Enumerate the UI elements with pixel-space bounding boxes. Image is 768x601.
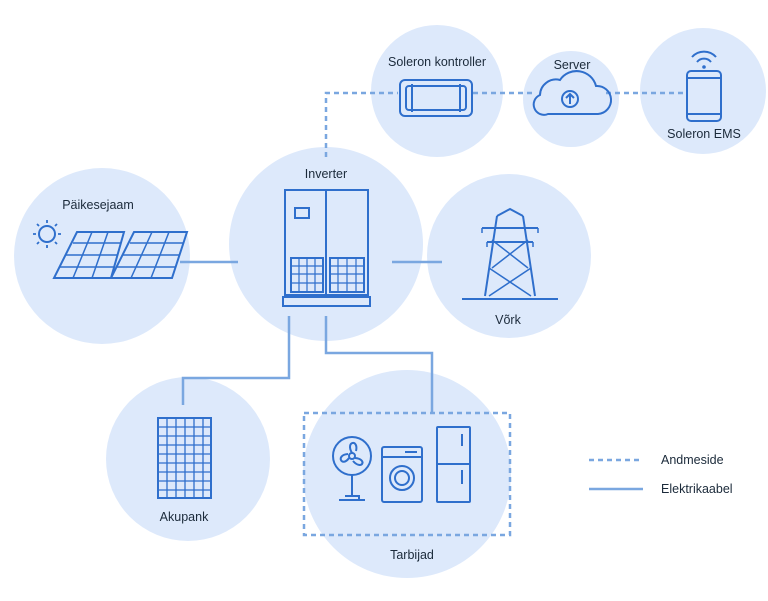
- consumers-label: Tarbijad: [390, 548, 434, 562]
- inverter-icon: [282, 189, 371, 307]
- ems-circle: [640, 28, 766, 154]
- legend: Andmeside Elektrikaabel: [589, 453, 733, 496]
- ems-label: Soleron EMS: [667, 127, 741, 141]
- fan-icon: [332, 436, 372, 501]
- cloud-upload-icon: [532, 70, 613, 116]
- cable-inverter-consumers: [324, 316, 434, 412]
- grid-circle: [427, 174, 591, 338]
- legend-data-label: Andmeside: [661, 453, 724, 467]
- controller-label: Soleron kontroller: [388, 55, 486, 69]
- refrigerator-icon: [436, 426, 471, 503]
- solar-label: Päikesejaam: [62, 198, 134, 212]
- battery-label: Akupank: [160, 510, 209, 524]
- power-pylon-icon: [462, 207, 558, 300]
- legend-cable-label: Elektrikaabel: [661, 482, 733, 496]
- node-circles: [14, 25, 766, 578]
- grid-label: Võrk: [495, 313, 521, 327]
- controller-circle: [371, 25, 503, 157]
- inverter-label: Inverter: [305, 167, 347, 181]
- phone-wifi-icon: [686, 50, 722, 122]
- server-label: Server: [554, 58, 591, 72]
- data-links: [324, 91, 684, 157]
- consumers-group-frame: [302, 411, 512, 537]
- battery-pack-icon: [157, 417, 212, 499]
- washing-machine-icon: [381, 446, 423, 503]
- link-inverter-controller: [324, 91, 398, 157]
- cable-links: [180, 260, 442, 412]
- controller-icon: [399, 79, 473, 117]
- solar-panel-icon: [33, 220, 189, 279]
- solar-circle: [14, 168, 190, 344]
- cable-inverter-battery: [181, 316, 291, 405]
- battery-circle: [106, 377, 270, 541]
